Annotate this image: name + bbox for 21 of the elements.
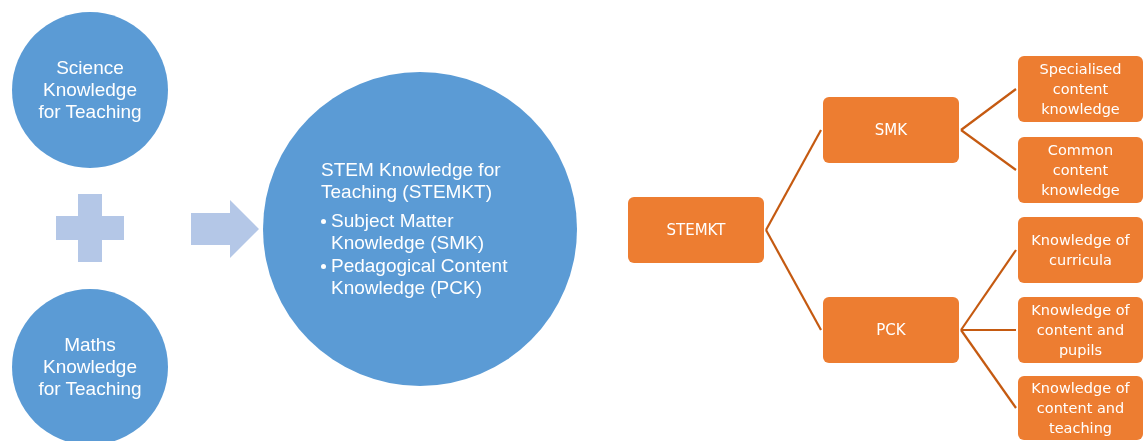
connector-line bbox=[960, 129, 1017, 171]
connector-line bbox=[961, 328, 1016, 332]
block-arrow bbox=[191, 200, 259, 258]
circle-heading: STEM Knowledge for Teaching (STEMKT) bbox=[321, 159, 502, 203]
connector-line bbox=[960, 329, 1017, 409]
process-box: PCK bbox=[823, 297, 959, 363]
bullet-item: Subject Matter Knowledge (SMK) bbox=[331, 210, 485, 253]
connector-line bbox=[765, 129, 822, 231]
process-box: STEMKT bbox=[628, 197, 764, 263]
process-box: Knowledge of curricula bbox=[1018, 217, 1143, 283]
bullet-item: Pedagogical Content Knowledge (PCK) bbox=[331, 255, 508, 298]
process-box: Knowledge of content and teaching bbox=[1018, 376, 1143, 440]
connector-line bbox=[960, 249, 1017, 331]
connector-line bbox=[765, 229, 822, 331]
process-box: SMK bbox=[823, 97, 959, 163]
circle-label: Maths Knowledge for Teaching bbox=[37, 334, 143, 400]
process-box: Specialised content knowledge bbox=[1018, 56, 1143, 122]
process-box: Knowledge of content and pupils bbox=[1018, 297, 1143, 363]
connector-line bbox=[960, 88, 1017, 131]
circle-label: Science Knowledge for Teaching bbox=[37, 57, 143, 123]
process-box: Common content knowledge bbox=[1018, 137, 1143, 203]
